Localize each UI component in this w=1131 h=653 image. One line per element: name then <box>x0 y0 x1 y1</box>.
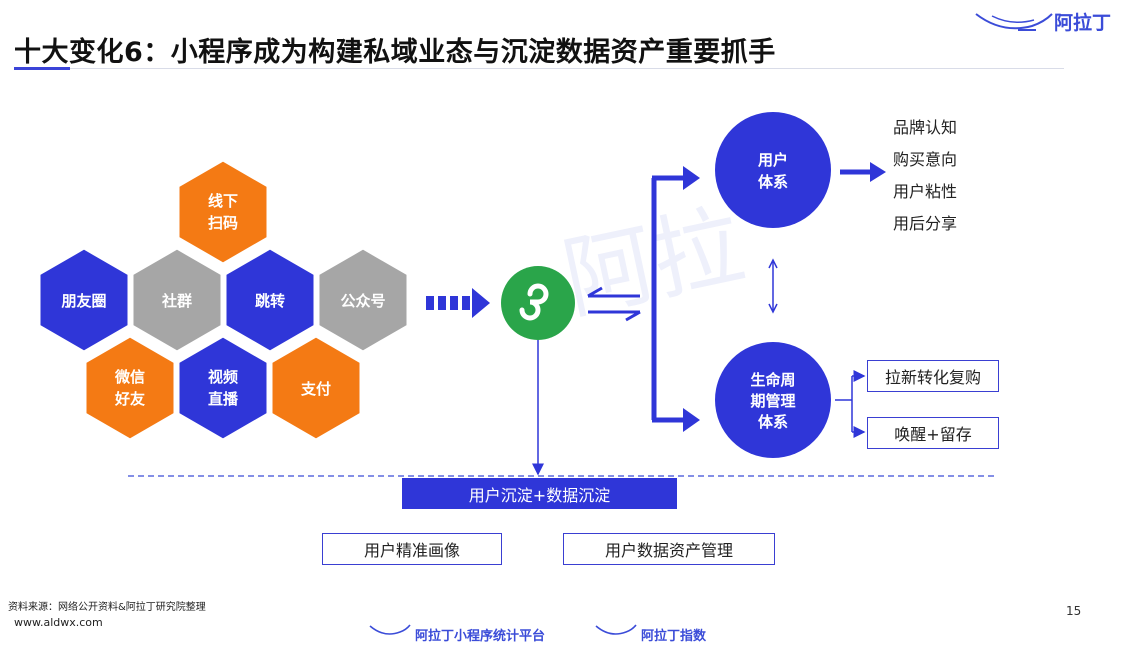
title-accent-bar <box>14 67 70 70</box>
source-note: 资料来源：网络公开资料&阿拉丁研究院整理 <box>8 602 206 613</box>
attribute-item: 用户粘性 <box>893 182 958 201</box>
circles-link-arrow <box>768 258 778 314</box>
hexagon-label: 好友 <box>114 390 145 408</box>
brand-name: 阿拉丁 <box>1054 12 1112 34</box>
hexagon-shape <box>316 246 410 354</box>
channel-hexagon: 公众号 <box>316 246 410 354</box>
data-asset-box: 用户数据资产管理 <box>563 533 775 565</box>
channel-hexagons: 线下扫码朋友圈社群跳转公众号微信好友视频直播支付 <box>37 158 410 442</box>
exchange-arrows <box>587 286 641 322</box>
user-system-label-2: 体系 <box>758 173 788 191</box>
hexagon-label: 直播 <box>208 390 239 408</box>
user-data-sink-bar: 用户沉淀+数据沉淀 <box>402 478 677 509</box>
lamp-logo-icon <box>595 624 637 635</box>
hexagon-label: 跳转 <box>255 292 285 310</box>
hexagon-label: 视频 <box>208 368 238 386</box>
hexagon-label: 扫码 <box>208 214 238 232</box>
hexagon-shape <box>130 246 224 354</box>
attributes-arrow <box>840 162 886 182</box>
hexagon-shape <box>176 334 270 442</box>
hexagon-label: 支付 <box>300 380 331 398</box>
site-url: www.aldwx.com <box>14 616 103 629</box>
user-attribute-list: 品牌认知 购买意向 用户粘性 用后分享 <box>893 112 957 240</box>
channel-hexagon: 朋友圈 <box>37 246 131 354</box>
dashed-arrow-to-miniprogram <box>426 288 490 318</box>
footer-platform-link[interactable]: 阿拉丁小程序统计平台 <box>415 629 546 644</box>
user-profile-box: 用户精准画像 <box>322 533 502 565</box>
page-title: 十大变化6：小程序成为构建私域业态与沉淀数据资产重要抓手 <box>14 37 776 68</box>
branch-bracket <box>651 166 700 432</box>
acquisition-box: 拉新转化复购 <box>867 360 999 392</box>
footer-index-link[interactable]: 阿拉丁指数 <box>641 629 707 644</box>
lifecycle-branches <box>835 370 866 438</box>
hexagon-shape <box>269 334 363 442</box>
hexagon-label: 朋友圈 <box>61 292 106 310</box>
hexagon-label: 线下 <box>208 192 238 210</box>
channel-hexagon: 跳转 <box>223 246 317 354</box>
user-system-circle <box>715 112 831 228</box>
hexagon-shape <box>176 158 270 266</box>
channel-hexagon: 支付 <box>269 334 363 442</box>
page-number: 15 <box>1066 604 1082 618</box>
miniprogram-logo-icon <box>501 266 575 340</box>
hexagon-shape <box>37 246 131 354</box>
hexagon-shape <box>223 246 317 354</box>
hexagon-label: 公众号 <box>340 292 385 310</box>
lifecycle-label-2: 期管理 <box>750 392 795 410</box>
lifecycle-label-3: 体系 <box>758 413 788 431</box>
hexagon-label: 微信 <box>114 368 145 386</box>
attribute-item: 购买意向 <box>893 150 958 169</box>
lifecycle-label-1: 生命周 <box>750 371 795 389</box>
lifecycle-circle <box>715 342 831 458</box>
hexagon-label: 社群 <box>161 292 192 310</box>
retention-box: 唤醒+留存 <box>867 417 999 449</box>
lamp-logo-icon <box>975 13 1053 31</box>
title-divider <box>14 68 1064 69</box>
channel-hexagon: 社群 <box>130 246 224 354</box>
user-system-label-1: 用户 <box>758 151 788 169</box>
attribute-item: 用后分享 <box>893 214 958 233</box>
attribute-item: 品牌认知 <box>893 118 958 137</box>
hexagon-shape <box>83 334 177 442</box>
lamp-logo-icon <box>369 624 411 635</box>
